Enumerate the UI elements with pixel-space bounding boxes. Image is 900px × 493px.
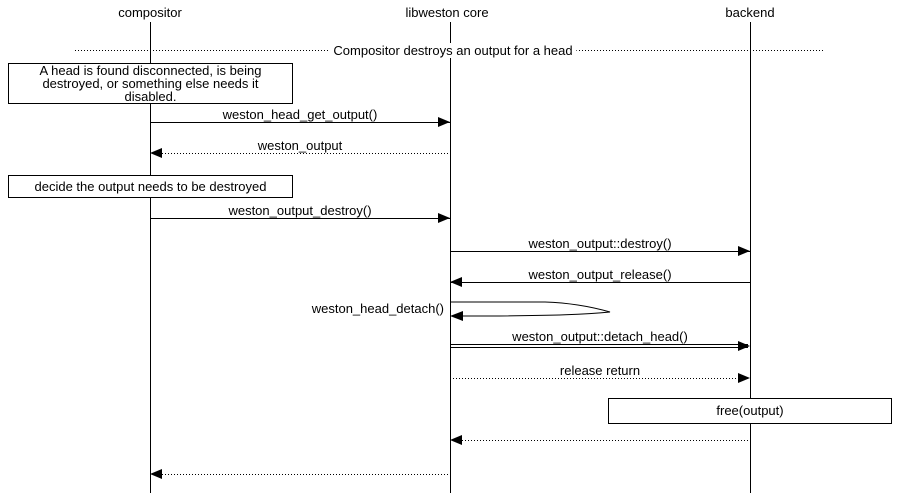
lifeline-backend (750, 22, 751, 493)
message-label-weston-output-release: weston_output_release() (528, 267, 672, 282)
lifeline-libweston-core (450, 22, 451, 493)
message-label-weston-output-destroy-vfunc: weston_output::destroy() (528, 236, 672, 251)
arrowhead-left-icon (150, 469, 162, 479)
message-line-weston-head-get-output (150, 122, 450, 123)
actor-label-compositor: compositor (118, 5, 182, 20)
arrowhead-left-icon (450, 311, 463, 321)
message-label-weston-head-get-output: weston_head_get_output() (222, 107, 378, 122)
message-line-weston-output (150, 153, 450, 154)
actor-label-libweston-core: libweston core (405, 5, 489, 20)
note-free-output: free(output) (608, 398, 892, 424)
message-label-weston-output-detach-head: weston_output::detach_head() (512, 329, 688, 344)
arrowhead-left-icon (450, 435, 462, 445)
arrowhead-right-icon (438, 117, 450, 127)
message-line-weston-output-release (450, 282, 750, 283)
arrowhead-right-icon (738, 373, 750, 383)
note-head-disconnected: A head is found disconnected, is being d… (8, 63, 293, 104)
message-line-weston-output-destroy (150, 218, 450, 219)
message-label-release-return: release return (559, 363, 641, 378)
arrowhead-right-icon (738, 246, 750, 256)
arrowhead-right-icon (438, 213, 450, 223)
diagram-title: Compositor destroys an output for a head (329, 43, 577, 58)
message-label-weston-head-detach: weston_head_detach() (311, 301, 444, 316)
message-line-release-return (450, 378, 750, 379)
message-label-weston-output-destroy: weston_output_destroy() (228, 203, 372, 218)
message-line-return-to-libweston (450, 440, 750, 441)
arrowhead-left-icon (450, 277, 462, 287)
lifeline-compositor (150, 22, 151, 493)
arrowhead-left-icon (150, 148, 162, 158)
message-label-weston-output: weston_output (257, 138, 343, 153)
message-line-return-to-compositor (150, 474, 450, 475)
arrowhead-right-icon (738, 341, 750, 351)
note-decide-destroy: decide the output needs to be destroyed (8, 175, 293, 198)
self-message-loop (450, 301, 611, 321)
actor-label-backend: backend (725, 5, 775, 20)
message-line-weston-output-destroy-vfunc (450, 251, 750, 252)
message-line-weston-output-detach-head (450, 344, 748, 348)
